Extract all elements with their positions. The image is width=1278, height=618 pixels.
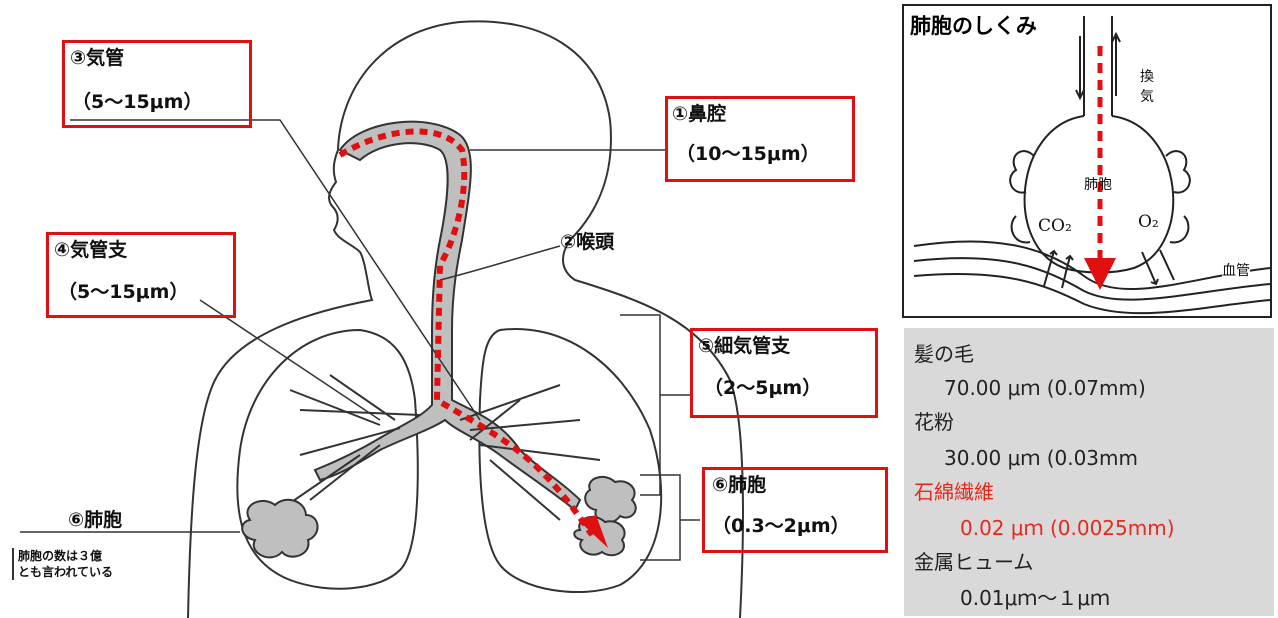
alveoli-note-line-1: 肺胞の数は３億 — [18, 548, 113, 564]
alveoli-right-name: ⑥肺胞 — [712, 471, 766, 500]
alveoli-right-size: （0.3〜2μm） — [712, 512, 850, 541]
bronchi-name: ④気管支 — [54, 236, 127, 265]
size-item-value-asbestos: 0.02 μｍ (0.0025mm) — [960, 512, 1175, 541]
trachea-size: （5〜15μm） — [72, 88, 202, 117]
airflow-down-arrowhead — [1084, 258, 1116, 290]
alveoli-note: 肺胞の数は３億 とも言われている — [12, 548, 113, 580]
alveoli-clusters — [242, 477, 636, 557]
size-item-name-metal-fume: 金属ヒューム — [914, 546, 1033, 575]
size-item-name-pollen: 花粉 — [914, 406, 954, 435]
nasal-size: （10〜15μm） — [676, 140, 820, 169]
ventilation-label-1: 換 — [1140, 66, 1154, 86]
airflow-path — [340, 131, 592, 535]
ventilation-label-2: 気 — [1140, 86, 1154, 106]
alveolus-title: 肺胞のしくみ — [910, 10, 1037, 40]
blood-vessel-label: 血管 — [1222, 260, 1250, 280]
size-item-name-asbestos: 石綿繊維 — [914, 476, 994, 505]
alveolus-panel: 肺胞のしくみ 換 気 肺胞 CO₂ O₂ 血管 — [902, 4, 1272, 318]
co2-label: CO₂ — [1038, 216, 1072, 236]
size-comparison-panel: 髪の毛 70.00 μｍ (0.07mm) 花粉 30.00 μｍ (0.03m… — [904, 328, 1274, 616]
alveolus-illustration — [904, 6, 1270, 316]
bronchioles-name: ⑤細気管支 — [698, 332, 790, 361]
alveoli-left-name: ⑥肺胞 — [68, 506, 122, 535]
bronchioles-size: （2〜5μm） — [704, 374, 821, 403]
size-item-value-hair: 70.00 μｍ (0.07mm) — [944, 372, 1146, 401]
blood-vessel-lines — [914, 241, 1270, 313]
trachea-name: ③気管 — [70, 44, 124, 73]
gas-exchange-arrows — [1044, 34, 1174, 288]
alveoli-note-line-2: とも言われている — [18, 564, 113, 580]
size-item-value-metal-fume: 0.01μｍ〜１μｍ — [960, 582, 1110, 611]
larynx-name: ②喉頭 — [560, 228, 614, 257]
o2-label: O₂ — [1138, 212, 1159, 232]
size-item-name-hair: 髪の毛 — [914, 338, 974, 367]
alveolus-label: 肺胞 — [1084, 174, 1112, 194]
bronchi-size: （5〜15μm） — [58, 278, 188, 307]
nasal-name: ①鼻腔 — [672, 100, 726, 129]
size-item-value-pollen: 30.00 μｍ (0.03mm — [944, 442, 1138, 471]
